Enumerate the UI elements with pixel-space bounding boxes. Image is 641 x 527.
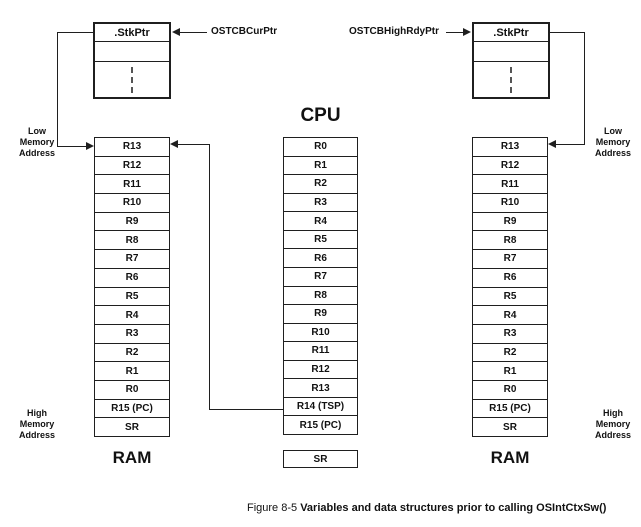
register-cell: R5 <box>473 288 547 307</box>
register-cell: R13 <box>473 138 547 157</box>
register-cell: R9 <box>95 213 169 232</box>
tcb-right-stkptr-line-h <box>550 32 584 33</box>
register-cell: R9 <box>473 213 547 232</box>
tcb-right-stkptr-line-h2 <box>556 144 584 145</box>
register-cell: R1 <box>473 362 547 381</box>
arrowhead-left-icon <box>170 140 178 148</box>
register-cell: R8 <box>284 287 357 306</box>
register-cell: R4 <box>473 306 547 325</box>
register-cell: R7 <box>95 250 169 269</box>
register-cell: R13 <box>284 379 357 398</box>
figure-caption: Figure 8-5 Variables and data structures… <box>247 502 606 514</box>
register-cell: R11 <box>284 342 357 361</box>
register-cell: R3 <box>473 325 547 344</box>
low-memory-address-label-right: Low Memory Address <box>594 126 631 158</box>
tcb-left-stkptr-field: .StkPtr <box>95 24 169 42</box>
ellipsis-dashes-icon <box>131 66 133 93</box>
tcb-right-box: .StkPtr <box>472 22 550 99</box>
register-cell: R7 <box>473 250 547 269</box>
register-cell: R5 <box>95 288 169 307</box>
register-cell: R6 <box>284 249 357 268</box>
high-memory-address-label-left: High Memory Address <box>18 408 55 440</box>
ram-left-title: RAM <box>112 448 152 467</box>
register-cell: R8 <box>95 231 169 251</box>
register-cell: R0 <box>95 381 169 400</box>
tcb-right-empty-field <box>474 42 548 62</box>
register-cell: R7 <box>284 268 357 287</box>
register-cell: R5 <box>284 231 357 250</box>
tcb-right-continuation-field <box>474 62 548 97</box>
register-cell: R15 (PC) <box>473 400 547 419</box>
tcb-left-empty-field <box>95 42 169 62</box>
cpu-title: CPU <box>300 105 341 126</box>
arrowhead-left-icon <box>172 28 180 36</box>
tcb-left-box: .StkPtr <box>93 22 171 99</box>
low-memory-address-label-left: Low Memory Address <box>18 126 55 158</box>
figure-caption-prefix: Figure 8-5 <box>247 502 298 514</box>
figure-caption-title: Variables and data structures prior to c… <box>300 502 607 514</box>
register-cell: R4 <box>95 306 169 325</box>
high-memory-address-label-right: High Memory Address <box>594 408 631 440</box>
register-cell: R10 <box>95 194 169 213</box>
r14-tsp-line-h <box>209 409 283 410</box>
register-cell: R4 <box>284 212 357 231</box>
arrowhead-left-icon <box>548 140 556 148</box>
r14-tsp-line-v <box>209 144 210 410</box>
register-cell: R1 <box>284 157 357 176</box>
arrowhead-right-icon <box>86 142 94 150</box>
register-cell: R12 <box>95 157 169 176</box>
cpu-sr-box: SR <box>283 450 358 468</box>
register-cell: SR <box>125 421 139 433</box>
register-cell: R1 <box>95 362 169 381</box>
r14-tsp-line-h2 <box>178 144 209 145</box>
register-cell: R0 <box>473 381 547 400</box>
register-cell: R8 <box>473 231 547 251</box>
register-cell: R15 (PC) <box>95 400 169 419</box>
register-cell: R11 <box>473 175 547 195</box>
register-cell: R10 <box>284 324 357 343</box>
register-cell: R6 <box>95 269 169 288</box>
tcb-left-stkptr-line-h2 <box>57 146 87 147</box>
ostcbcurptr-label: OSTCBCurPtr <box>211 26 278 37</box>
ostcbcurptr-arrow-line <box>180 32 207 33</box>
register-cell: R12 <box>473 157 547 176</box>
arrowhead-right-icon <box>463 28 471 36</box>
register-cell: R3 <box>95 325 169 344</box>
tcb-right-stkptr-line-v <box>584 32 585 145</box>
ram-right-title: RAM <box>490 448 530 467</box>
register-cell: R14 (TSP) <box>284 398 357 417</box>
register-cell: R2 <box>473 344 547 363</box>
ostcbhighrdyptr-arrow-line <box>446 32 464 33</box>
register-cell: R12 <box>284 361 357 380</box>
register-cell: R15 (PC) <box>299 419 342 431</box>
tcb-left-stkptr-line-v <box>57 32 58 146</box>
register-cell: SR <box>503 421 517 433</box>
tcb-left-stkptr-line-h <box>57 32 93 33</box>
ellipsis-dashes-icon <box>510 66 512 93</box>
ostcbhighrdyptr-label: OSTCBHighRdyPtr <box>349 26 439 37</box>
register-cell: R13 <box>95 138 169 157</box>
register-cell: R2 <box>284 175 357 194</box>
register-cell: R6 <box>473 269 547 288</box>
register-cell: R9 <box>284 305 357 324</box>
tcb-left-continuation-field <box>95 62 169 97</box>
register-cell: R0 <box>284 138 357 157</box>
register-cell: R3 <box>284 194 357 213</box>
register-cell: R11 <box>95 175 169 195</box>
register-cell: R10 <box>473 194 547 213</box>
register-cell: R2 <box>95 344 169 363</box>
tcb-right-stkptr-field: .StkPtr <box>474 24 548 42</box>
